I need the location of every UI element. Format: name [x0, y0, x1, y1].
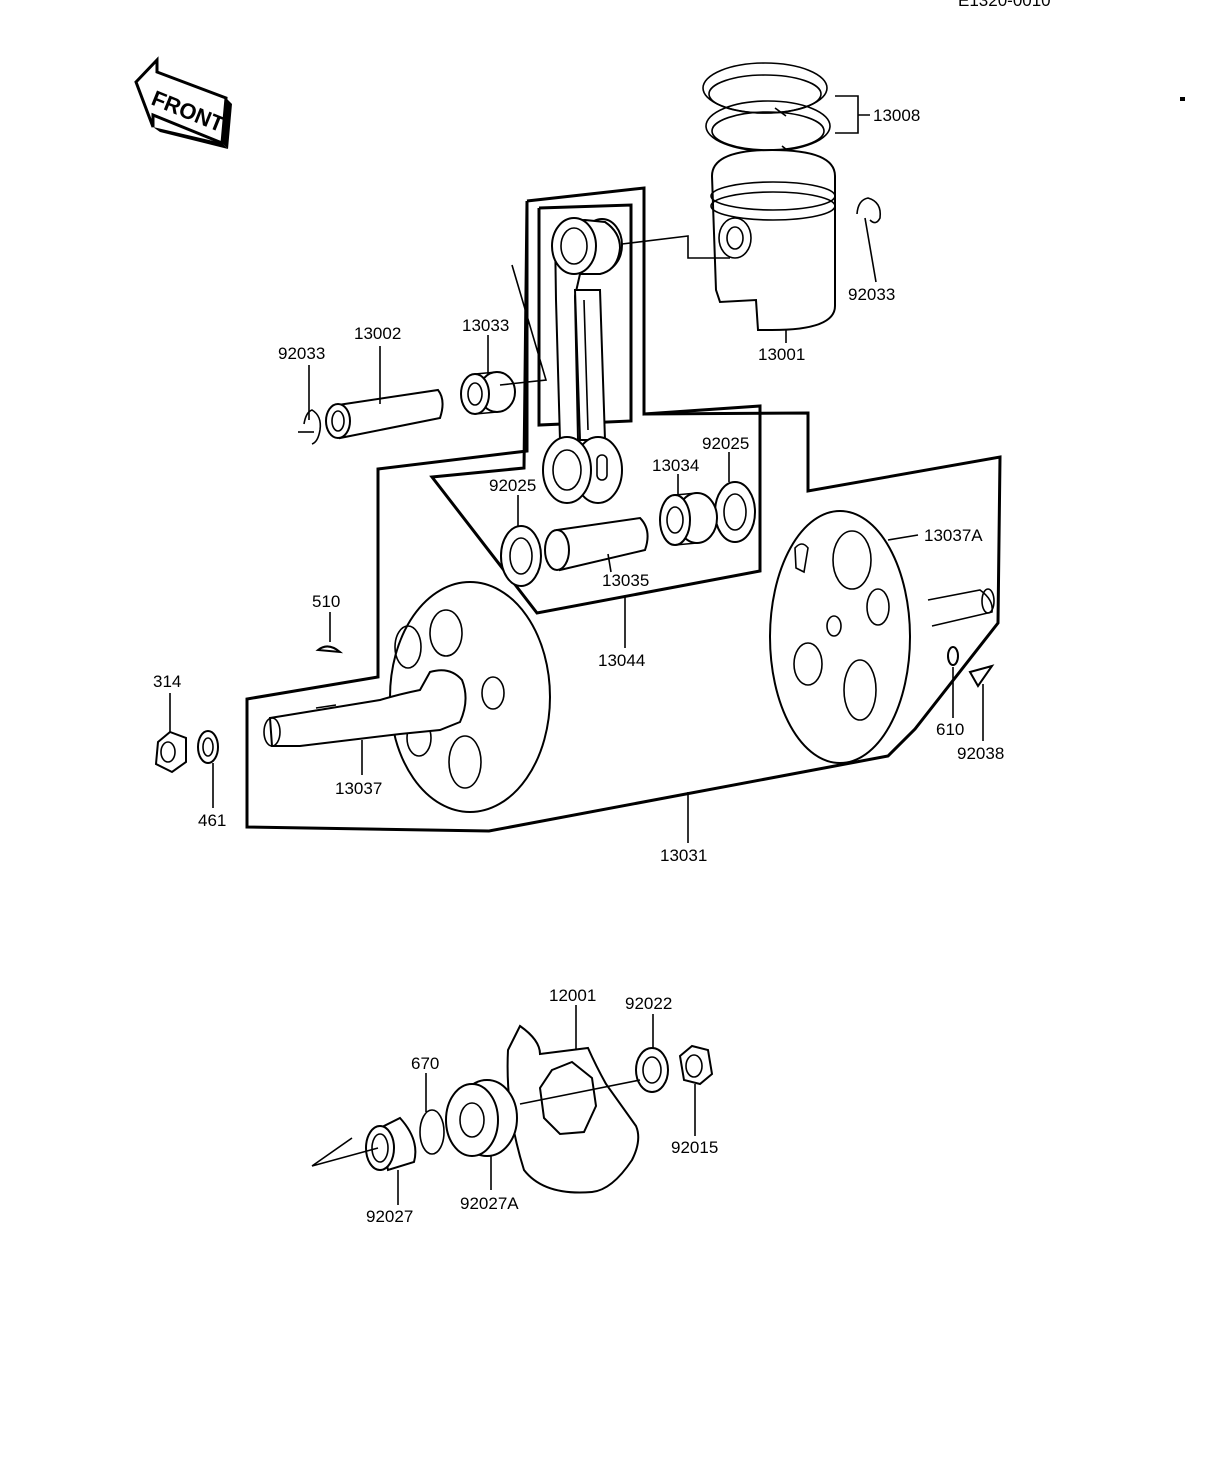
- connecting-rod-assembly-frame: [429, 186, 762, 615]
- label-13037A: 13037A: [924, 526, 983, 545]
- thrust-washer-left: [500, 525, 542, 587]
- label-314: 314: [153, 672, 181, 691]
- label-13037: 13037: [335, 779, 382, 798]
- label-13031: 13031: [660, 846, 707, 865]
- rotary-valve-12001: [506, 1024, 640, 1194]
- label-610: 610: [936, 720, 964, 739]
- sprocket-92027A: [445, 1079, 518, 1157]
- washer-92022: [635, 1047, 669, 1093]
- big-end-bearing: [659, 492, 718, 546]
- label-510: 510: [312, 592, 340, 611]
- lock-washer-461: [197, 730, 219, 764]
- piston-pin: [325, 388, 444, 440]
- collar-92027: [365, 1116, 417, 1172]
- shaft-axis-arrow: [311, 1137, 379, 1167]
- label-13035: 13035: [602, 571, 649, 590]
- woodruff-key-510: [315, 645, 344, 654]
- label-13002: 13002: [354, 324, 401, 343]
- label-92038: 92038: [957, 744, 1004, 763]
- woodruff-key-92038: [968, 664, 995, 688]
- label-12001: 12001: [549, 986, 596, 1005]
- nut-92015: [678, 1044, 714, 1086]
- label-670: 670: [411, 1054, 439, 1073]
- circlip-left: [303, 409, 322, 445]
- margin-mark: [1180, 97, 1185, 101]
- nut-314: [154, 730, 187, 774]
- crank-pin: [544, 516, 649, 572]
- small-end-bearing: [460, 371, 516, 415]
- label-13044: 13044: [598, 651, 645, 670]
- label-92025-right: 92025: [702, 434, 749, 453]
- label-13001: 13001: [758, 345, 805, 364]
- label-92033-right: 92033: [848, 285, 895, 304]
- piston-rings: [702, 62, 831, 155]
- front-arrow-icon: FRONT: [134, 56, 232, 149]
- label-92025-left: 92025: [489, 476, 536, 495]
- label-13034: 13034: [652, 456, 699, 475]
- thrust-washer-right: [714, 481, 756, 543]
- label-92027A: 92027A: [460, 1194, 519, 1213]
- crank-half-right: [769, 510, 995, 764]
- crank-half-left: [263, 581, 551, 813]
- part-labels: 13008 92033 13001 92033 13002 13033 9202…: [153, 106, 1004, 1226]
- label-92027: 92027: [366, 1207, 413, 1226]
- label-92015: 92015: [671, 1138, 718, 1157]
- oring-670: [419, 1109, 445, 1155]
- diagram-code: E1320-0010: [958, 0, 1051, 10]
- label-92033-left: 92033: [278, 344, 325, 363]
- connecting-rod: [542, 217, 623, 504]
- label-13008: 13008: [873, 106, 920, 125]
- circlip-right: [856, 197, 882, 224]
- piston: [710, 148, 836, 331]
- label-461: 461: [198, 811, 226, 830]
- pin-610: [947, 646, 959, 666]
- label-13033: 13033: [462, 316, 509, 335]
- label-92022: 92022: [625, 994, 672, 1013]
- rod-inner-frame: [537, 203, 633, 427]
- leader-lines: [169, 95, 984, 1205]
